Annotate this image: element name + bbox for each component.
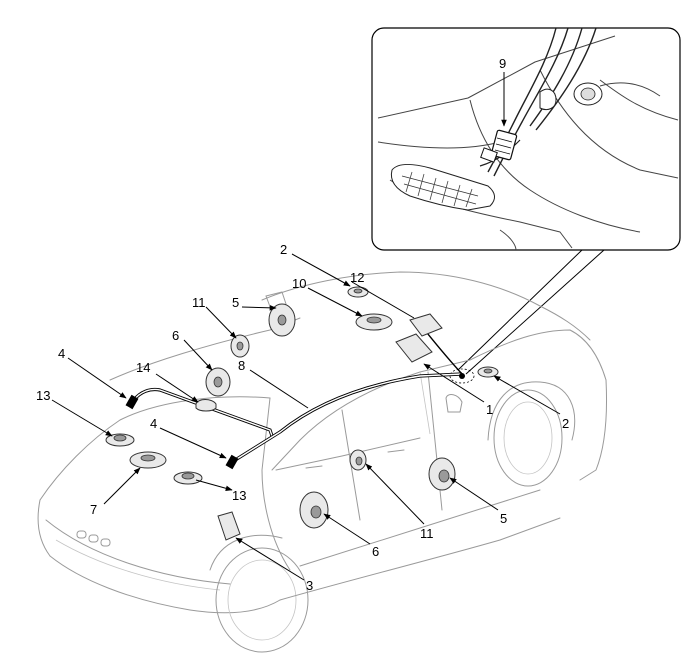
callout-6-lower: 6 <box>372 544 379 559</box>
callout-10: 10 <box>292 276 306 291</box>
door-speaker-left <box>205 367 231 397</box>
vehicle-outline <box>37 271 607 653</box>
dash-vent <box>390 164 495 211</box>
callout-2-lower: 2 <box>562 416 569 431</box>
callout-7: 7 <box>90 502 97 517</box>
callout-3: 3 <box>306 578 313 593</box>
door-speaker-front <box>428 457 456 491</box>
callout-4: 4 <box>58 346 65 361</box>
cable-connector <box>225 454 239 470</box>
door-speaker-rear <box>299 491 329 529</box>
callout-14: 14 <box>136 360 150 375</box>
callout-1: 1 <box>486 402 493 417</box>
callout-6: 6 <box>172 328 179 343</box>
callout-13: 13 <box>36 388 50 403</box>
callouts: 2 12 10 11 5 6 8 4 14 13 4 7 13 3 6 11 5 <box>36 242 569 593</box>
center-speaker <box>355 313 393 331</box>
tweeter-left <box>230 334 250 358</box>
door-tweeter-front <box>349 449 367 471</box>
front-tweeter-left <box>347 286 369 298</box>
callout-9: 9 <box>499 56 506 71</box>
callout-2: 2 <box>280 242 287 257</box>
front-tweeter-right <box>477 366 499 378</box>
callout-12: 12 <box>350 270 364 285</box>
components <box>105 286 499 541</box>
callout-5: 5 <box>232 295 239 310</box>
rear-emblem <box>76 530 111 547</box>
rear-tweeter-left <box>105 433 135 447</box>
rear-speaker-box <box>217 511 241 541</box>
audio-unit-bracket <box>409 313 443 337</box>
antenna-amplifier <box>195 399 217 412</box>
callout-4-lower: 4 <box>150 416 157 431</box>
detail-inset: 9 <box>371 27 681 251</box>
antenna-cable <box>125 321 465 470</box>
front-speaker-left <box>268 303 296 337</box>
rear-speaker <box>129 451 167 469</box>
audio-head-unit <box>395 333 433 363</box>
callout-13-lower: 13 <box>232 488 246 503</box>
callout-5-lower: 5 <box>500 511 507 526</box>
rear-tweeter-right <box>173 471 203 485</box>
callout-8: 8 <box>238 358 245 373</box>
cable-connector <box>125 394 139 410</box>
mirror-mount <box>573 82 661 106</box>
antenna-connector <box>480 129 518 163</box>
callout-11: 11 <box>192 295 206 310</box>
callout-11-lower: 11 <box>420 526 434 541</box>
